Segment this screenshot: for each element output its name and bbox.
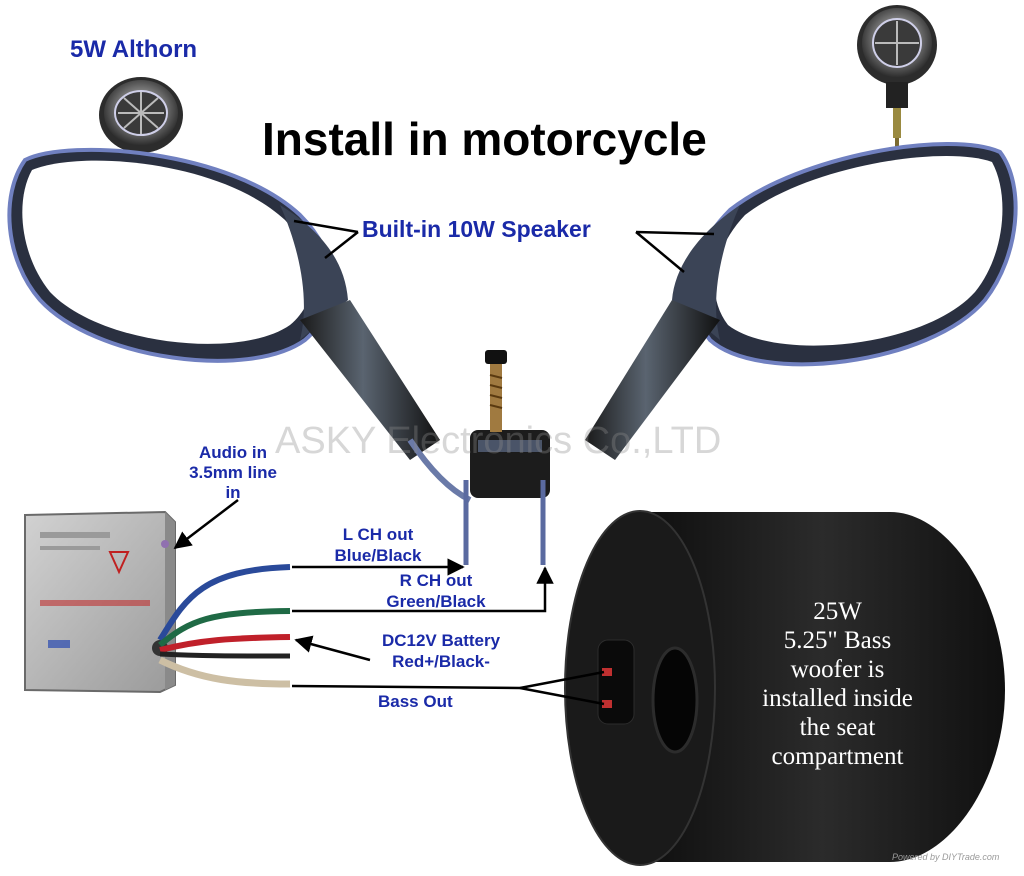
woofer-line-3: woofer is [790,656,885,683]
right-mirror [585,142,1018,460]
althorn-label: 5W Althorn [70,36,198,63]
audio-in-line-3: in [225,483,241,502]
audio-in-line-2: 3.5mm line [189,463,277,482]
bass-out-label: Bass Out [378,692,453,711]
dc-line-2: Red+/Black- [392,652,490,671]
left-tweeter [99,77,183,153]
amplifier-box [24,510,176,694]
speaker-label: Built-in 10W Speaker [362,216,591,242]
dc-line-1: DC12V Battery [381,631,501,650]
dc-label: DC12V Battery Red+/Black- [362,630,520,672]
powered-by-footer: Powered by DIYTrade.com [892,852,1000,862]
r-ch-line-1: R CH out [399,571,473,590]
r-ch-label: R CH out Green/Black [370,570,502,612]
wires [157,564,291,688]
bass-woofer [564,510,1005,866]
l-ch-label: L CH out Blue/Black [318,524,438,566]
woofer-line-2: 5.25" Bass [783,627,892,654]
l-ch-line-2: Blue/Black [334,546,422,565]
audio-in-line-1: Audio in [199,443,267,462]
r-ch-line-2: Green/Black [386,592,486,611]
woofer-line-1: 25W [813,598,862,625]
woofer-description: 25W 5.25" Bass woofer is installed insid… [730,597,945,771]
right-tweeter [857,5,937,148]
woofer-line-5: the seat [799,714,876,741]
woofer-line-6: compartment [771,743,904,770]
audio-in-label: Audio in 3.5mm line in [178,443,288,503]
watermark: ASKY Electronics Co.,LTD [275,420,722,462]
page-title: Install in motorcycle [262,113,707,165]
l-ch-line-1: L CH out [342,525,414,544]
mount-bracket [463,350,550,565]
woofer-line-4: installed inside [762,685,913,712]
left-mirror [7,147,472,503]
leaders [173,219,715,706]
